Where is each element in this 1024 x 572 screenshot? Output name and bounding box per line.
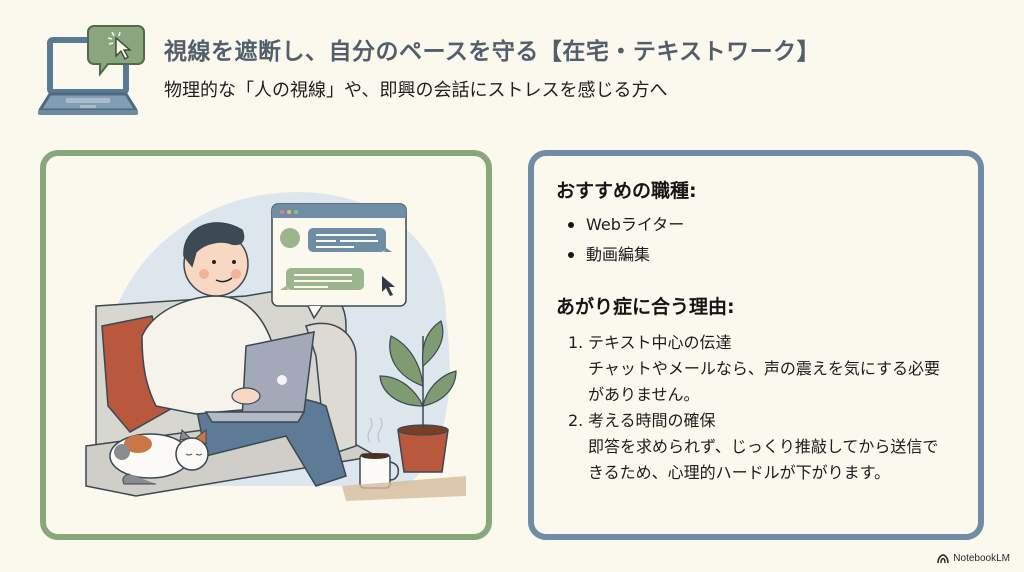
brand-label: NotebookLM — [953, 553, 1010, 564]
reason-item: 1. テキスト中心の伝達 チャットやメールなら、声の震えを気にする必要がありませ… — [568, 330, 956, 408]
reason-description: 即答を求められず、じっくり推敲してから送信できるため、心理的ハードルが下がります… — [588, 437, 939, 482]
person-laptop-illustration — [85, 192, 466, 501]
footer-brand: NotebookLM — [937, 553, 1010, 564]
reason-heading: 考える時間の確保 — [588, 411, 716, 430]
reasons-title: あがり症に合う理由: — [556, 296, 735, 318]
recommended-jobs-list: Webライター 動画編集 — [568, 210, 956, 270]
page-title: 視線を遮断し、自分のペースを守る【在宅・テキストワーク】 — [164, 39, 821, 65]
recommended-jobs-title: おすすめの職種: — [556, 180, 697, 202]
illustration-panel — [40, 150, 492, 540]
chat-window-icon — [271, 203, 407, 320]
reason-heading: テキスト中心の伝達 — [588, 333, 732, 352]
job-label: 動画編集 — [586, 245, 651, 264]
reason-description: チャットやメールなら、声の震えを気にする必要がありません。 — [588, 359, 941, 404]
page-subtitle: 物理的な「人の視線」や、即興の会話にストレスを感じる方へ — [164, 80, 668, 101]
laptop-chat-cursor-icon — [36, 22, 146, 118]
info-panel: おすすめの職種: Webライター 動画編集 あがり症に合う理由: 1. テキスト… — [528, 150, 984, 540]
list-item: Webライター — [568, 210, 956, 240]
reason-item: 2. 考える時間の確保 即答を求められず、じっくり推敲してから送信できるため、心… — [568, 408, 956, 486]
reasons-list: 1. テキスト中心の伝達 チャットやメールなら、声の震えを気にする必要がありませ… — [568, 330, 956, 486]
reason-number: 2. — [568, 411, 584, 430]
reason-number: 1. — [568, 333, 584, 352]
list-item: 動画編集 — [568, 240, 956, 270]
notebooklm-logo-icon — [937, 553, 950, 563]
bullet-icon — [568, 252, 574, 258]
bullet-icon — [568, 222, 574, 228]
job-label: Webライター — [586, 215, 685, 234]
